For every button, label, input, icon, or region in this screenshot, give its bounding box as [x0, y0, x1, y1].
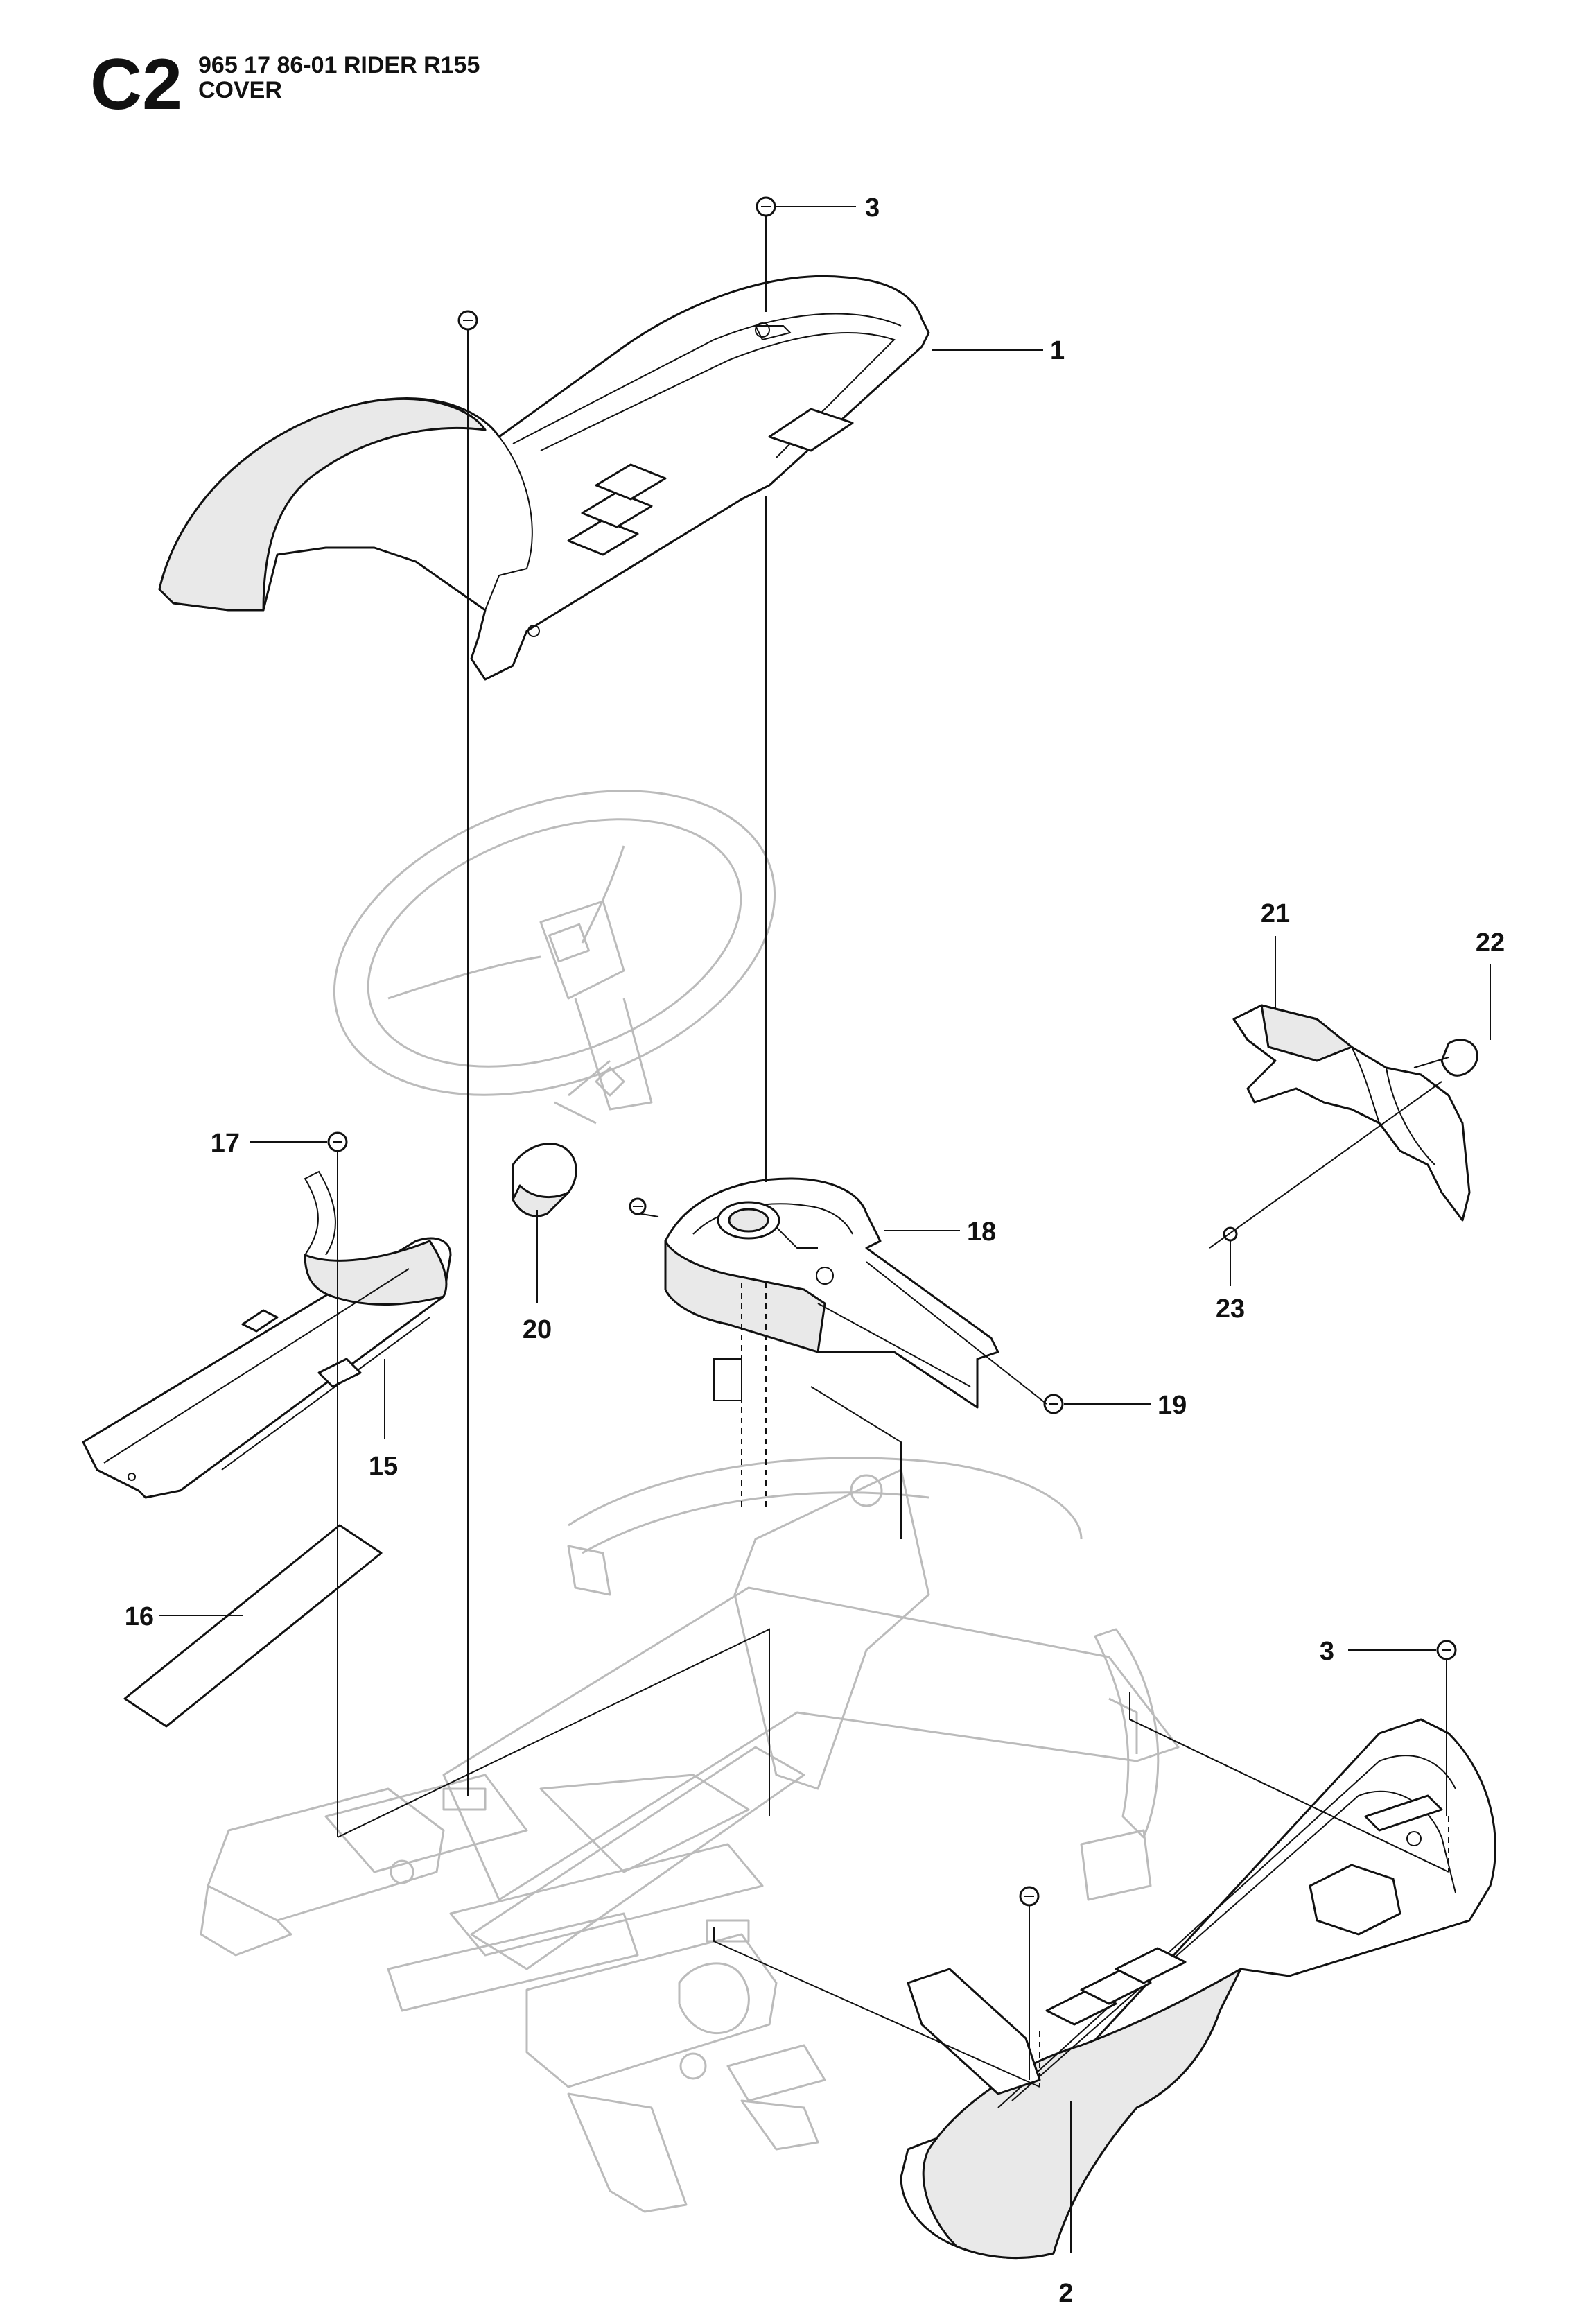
callout-label: 2 [1058, 2279, 1073, 2308]
callout-label: 16 [125, 1602, 154, 1631]
ghost-column-hardware [554, 1059, 625, 1125]
callout-labels: 2 1 3 3 15 16 17 18 19 20 21 22 23 [125, 193, 1505, 2308]
part-15-side-panel [82, 1170, 452, 1499]
part-16-strip [123, 1524, 383, 1728]
callout-label: 21 [1261, 899, 1290, 928]
part-2-lower-cover [900, 1718, 1496, 2260]
model-title: 965 17 86-01 RIDER R155 [198, 52, 480, 78]
part-22-clip [1413, 1039, 1478, 1077]
assembly-name: COVER [198, 77, 282, 103]
assembly-lines [337, 216, 1449, 2088]
screw-icon [457, 310, 478, 331]
callout-label: 15 [369, 1452, 398, 1481]
screw-icon [327, 1131, 348, 1152]
part-21-bracket-cover [1232, 1004, 1471, 1222]
callout-label: 3 [865, 193, 880, 223]
callout-label: 20 [523, 1315, 552, 1344]
part-20-knob [512, 1143, 577, 1217]
ghost-steering-wheel [333, 790, 776, 1111]
callout-label: 3 [1320, 1637, 1334, 1666]
screw-icon [629, 1197, 647, 1215]
section-code: C2 [90, 44, 182, 125]
callout-label: 22 [1476, 928, 1505, 957]
fasteners [327, 196, 1457, 1907]
screw-icon [1436, 1640, 1457, 1660]
callout-label: 18 [967, 1217, 996, 1247]
callout-label: 17 [211, 1129, 240, 1158]
callout-label: 23 [1216, 1294, 1245, 1324]
callout-leaders [159, 206, 1491, 2253]
part-1-upper-cover [158, 275, 930, 681]
callout-label: 1 [1050, 336, 1065, 365]
screw-icon [1019, 1886, 1040, 1907]
part-23-washer [1209, 1081, 1442, 1249]
screw-icon [756, 196, 776, 217]
part-18-column-cover [664, 1177, 999, 1409]
screw-icon [1043, 1394, 1064, 1414]
callout-label: 19 [1158, 1391, 1187, 1420]
ghost-chassis-frame [200, 1457, 1180, 2213]
